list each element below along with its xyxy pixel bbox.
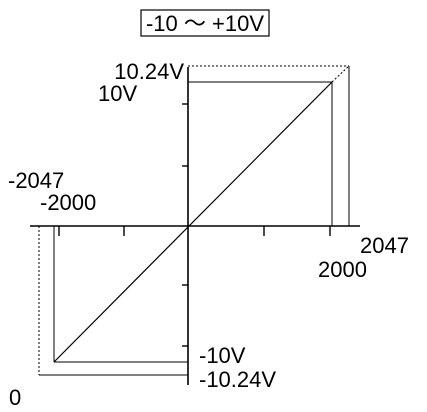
label-x-neg-max: -2047 — [8, 168, 64, 193]
label-y-neg: -10V — [199, 343, 246, 368]
label-x-neg: -2000 — [40, 190, 96, 215]
range-title: -10 ～ +10V — [146, 11, 264, 36]
transfer-line-extension — [331, 65, 350, 83]
transfer-line — [53, 81, 333, 363]
label-x-pos-max: 2047 — [360, 233, 409, 258]
label-y-pos-max: 10.24V — [114, 59, 184, 84]
label-x-pos: 2000 — [318, 257, 367, 282]
label-origin: 0 — [9, 385, 21, 410]
label-y-neg-max: -10.24V — [199, 367, 276, 392]
title-box — [140, 9, 270, 37]
label-y-pos: 10V — [98, 81, 137, 106]
